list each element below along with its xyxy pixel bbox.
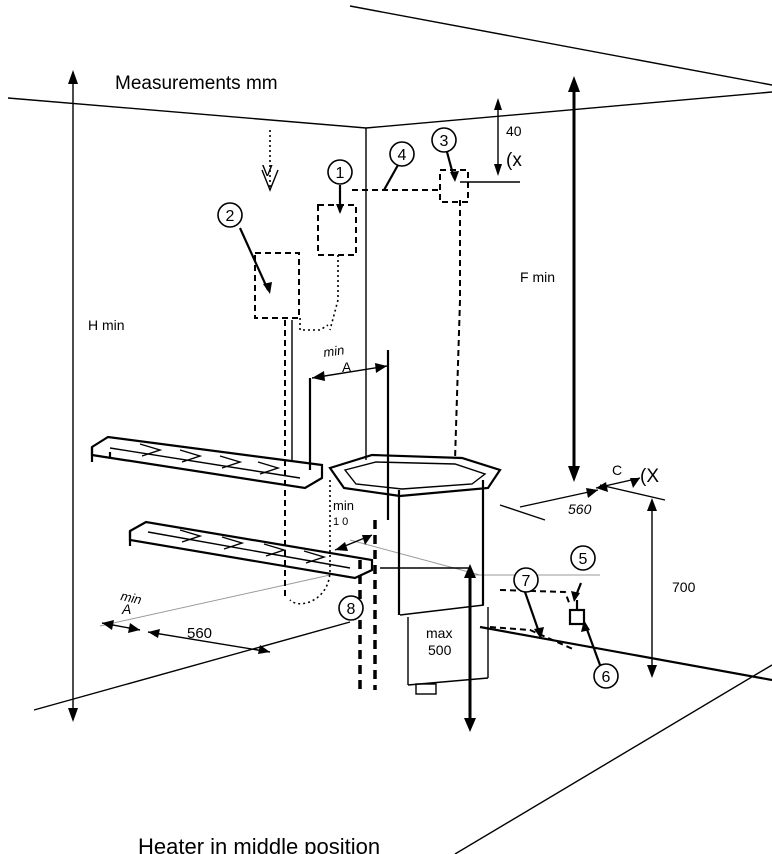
dim-40-label: 40 — [506, 123, 522, 139]
c-dimension — [595, 477, 666, 501]
max-500-dimension — [380, 564, 476, 732]
min-10-min: min — [333, 498, 354, 513]
min-a-left-min: min — [119, 588, 143, 607]
dim-40 — [460, 98, 520, 183]
callout-7: 7 — [513, 567, 539, 593]
min-a-left-dimension — [101, 620, 141, 633]
upper-bench — [90, 435, 324, 490]
min-a-top-min: min — [322, 342, 345, 360]
max-value: 500 — [428, 642, 452, 658]
svg-text:5: 5 — [579, 551, 588, 568]
min-a-left-a: A — [121, 601, 131, 617]
v-mark-label: V — [262, 163, 273, 180]
f-min-label: F min — [520, 269, 555, 285]
min-10-dimension — [334, 534, 373, 551]
dim-560-right — [499, 488, 599, 521]
callout-1: 1 — [327, 159, 353, 185]
x-note-top: (x — [506, 150, 522, 171]
callout-4: 4 — [389, 141, 415, 167]
v-mark-arrow — [261, 169, 279, 192]
control-unit — [254, 130, 357, 331]
callout-3: 3 — [431, 127, 457, 153]
dim-560-right-label: 560 — [568, 501, 592, 517]
room-outline — [7, 5, 772, 854]
floor-outlet — [489, 600, 586, 651]
svg-text:1: 1 — [336, 165, 345, 182]
callout-6: 6 — [593, 663, 619, 689]
h-min-label: H min — [88, 317, 125, 333]
diagram-title: Measurements mm — [115, 73, 278, 94]
callout-5: 5 — [570, 545, 596, 571]
svg-text:8: 8 — [347, 601, 356, 618]
heater-body — [284, 320, 502, 695]
c-label: C — [612, 462, 622, 478]
min-a-top-a: A — [342, 359, 352, 375]
x-note-right: (X — [640, 466, 659, 487]
callout-2: 2 — [217, 202, 243, 228]
h-min-dimension — [68, 70, 78, 722]
min-10-value: 1 0 — [333, 516, 348, 528]
max-label: max — [426, 625, 452, 641]
min-a-top-dimension — [311, 363, 388, 381]
callout-leaders — [238, 151, 602, 666]
dim-700 — [647, 498, 657, 678]
f-min-dimension — [568, 76, 580, 482]
diagram-caption: Heater in middle position — [138, 834, 380, 854]
callout-8: 8 — [338, 595, 364, 621]
svg-text:6: 6 — [602, 669, 611, 686]
svg-text:4: 4 — [398, 147, 407, 164]
svg-text:2: 2 — [226, 208, 235, 225]
dim-700-label: 700 — [672, 579, 696, 595]
svg-text:3: 3 — [440, 133, 449, 150]
svg-text:7: 7 — [522, 573, 531, 590]
dim-560-left-label: 560 — [187, 625, 212, 642]
dim-560-left — [147, 629, 271, 654]
